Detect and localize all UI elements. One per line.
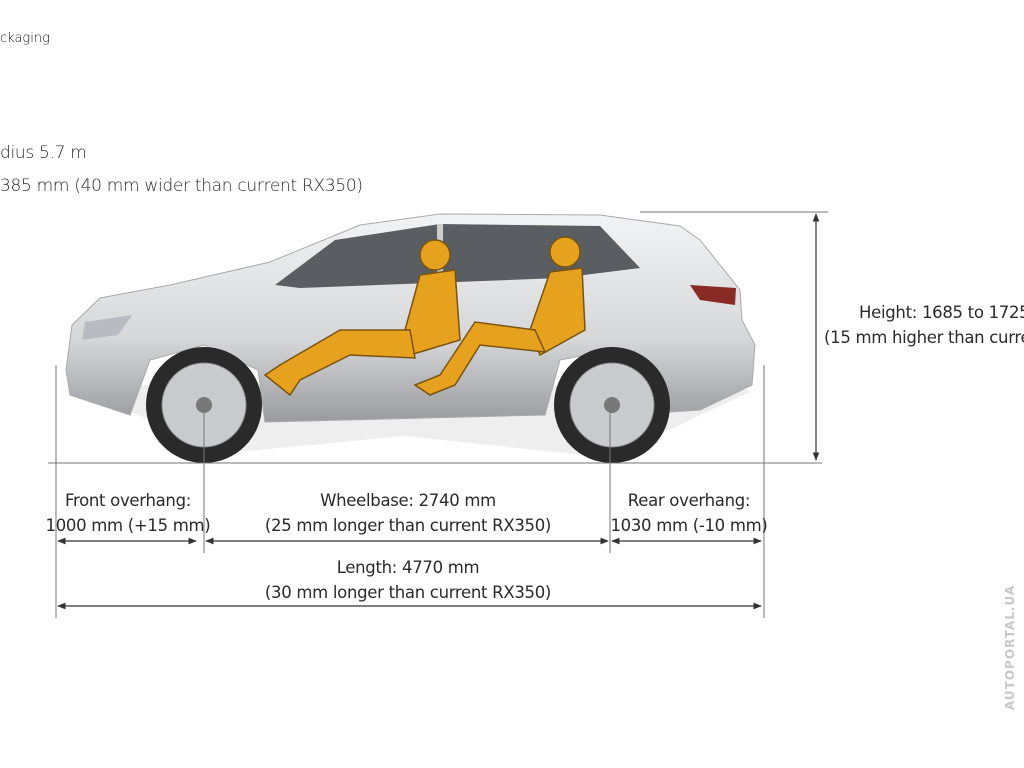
rear-occupant: [413, 236, 586, 396]
rear-overhang-title: Rear overhang:: [627, 491, 751, 510]
front-overhang-title: Front overhang:: [64, 491, 192, 510]
watermark: AUTOPORTAL.UA: [1003, 584, 1017, 710]
wheelbase-label: Wheelbase: 2740 mm (25 mm longer than cu…: [228, 488, 588, 538]
page-title: ckaging: [0, 31, 50, 46]
height-value: Height: 1685 to 1725: [859, 303, 1024, 322]
dimension-lines: [48, 211, 828, 618]
height-comparison: (15 mm higher than curren: [824, 328, 1024, 347]
rear-wheel: [554, 347, 670, 463]
car-silhouette: [65, 213, 756, 463]
front-occupant: [263, 239, 461, 397]
length-value: Length: 4770 mm: [336, 558, 480, 577]
wheelbase-comparison: (25 mm longer than current RX350): [264, 516, 552, 535]
length-comparison: (30 mm longer than current RX350): [264, 583, 552, 602]
width-spec: 385 mm (40 mm wider than current RX350): [0, 176, 363, 196]
wheelbase-value: Wheelbase: 2740 mm: [320, 491, 496, 510]
length-label: Length: 4770 mm (30 mm longer than curre…: [228, 555, 588, 605]
rear-overhang-label: Rear overhang: 1030 mm (-10 mm): [600, 488, 778, 538]
turning-radius-spec: dius 5.7 m: [0, 143, 87, 163]
front-overhang-label: Front overhang: 1000 mm (+15 mm): [38, 488, 218, 538]
front-overhang-value: 1000 mm (+15 mm): [45, 516, 211, 535]
rear-overhang-value: 1030 mm (-10 mm): [610, 516, 768, 535]
height-label: Height: 1685 to 1725 (15 mm higher than …: [824, 300, 1024, 350]
